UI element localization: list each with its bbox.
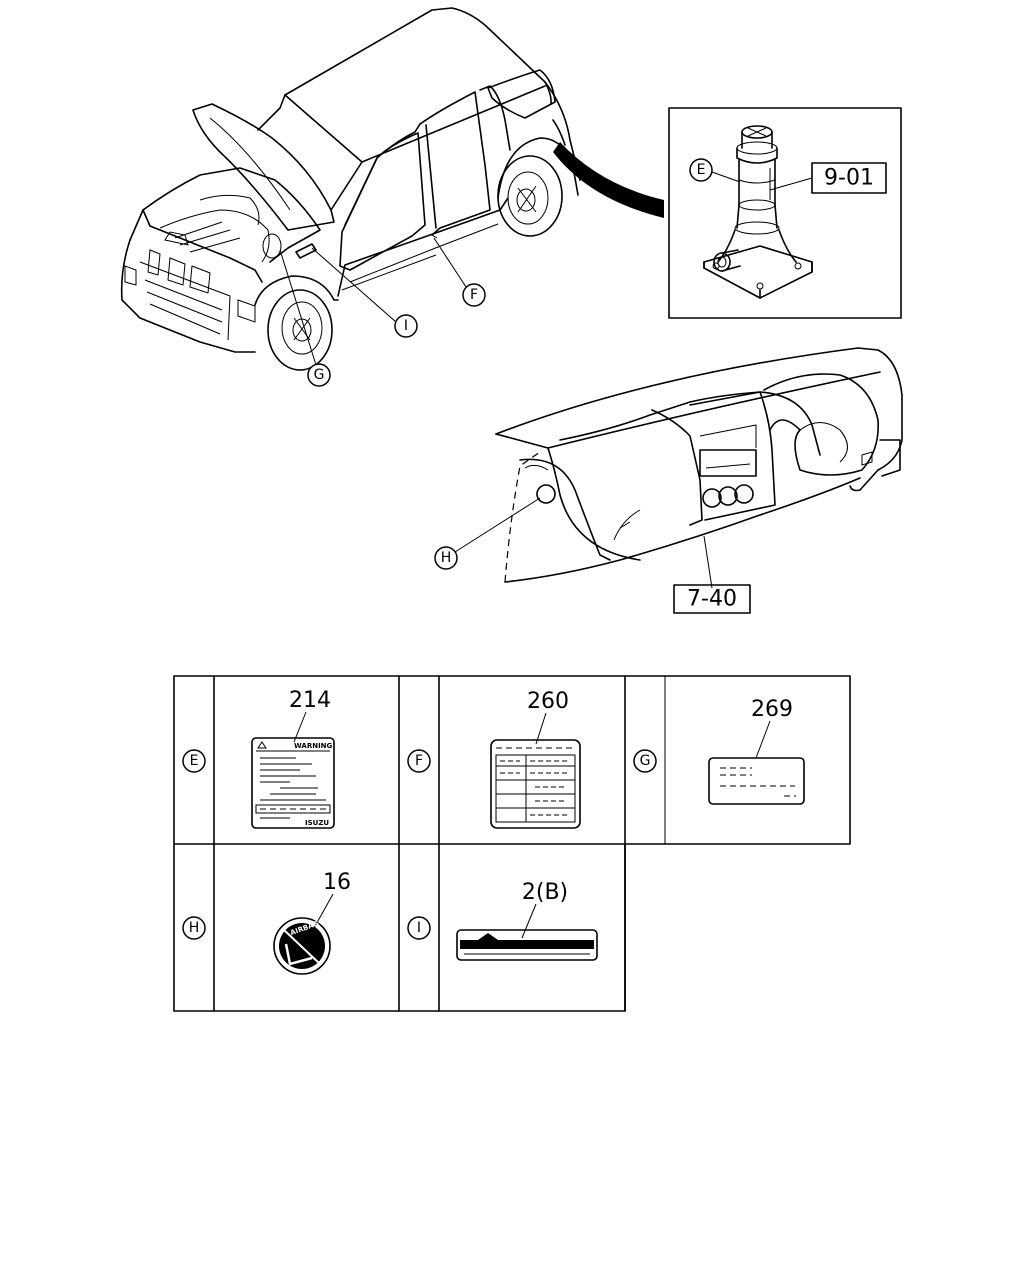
cell-letter-i: I [407,916,431,940]
svg-text:F: F [470,287,478,303]
warning-label: WARNING ISUZU [251,737,335,829]
tire-pressure-label [490,739,581,829]
cell-letter-e: E [182,749,206,773]
jack-illustration [703,125,813,299]
svg-text:H: H [189,920,200,936]
leader-f [433,237,469,291]
leader-i [311,247,397,323]
reference-9-01: 9-01 [811,162,887,194]
svg-text:H: H [441,550,452,566]
table-row: E 214 WARNING ISUZU [182,688,805,829]
svg-text:G: G [314,367,325,383]
svg-text:E: E [190,753,199,769]
callout-h: H [434,546,458,570]
leader-g [279,249,317,366]
leader-h [454,497,541,553]
vehicle-illustration [120,7,581,371]
cell-letter-f: F [407,749,431,773]
instrument-panel-illustration [495,347,903,583]
reference-7-40: 7-40 [673,584,751,614]
label-table: E 214 WARNING ISUZU [173,675,851,1012]
svg-text:G: G [640,753,651,769]
callout-i: I [394,314,418,338]
part-number-16: 16 [323,870,351,895]
strip-label [456,929,598,961]
svg-text:I: I [417,920,421,936]
svg-text:E: E [697,162,706,178]
svg-text:F: F [415,753,423,769]
part-number-260: 260 [527,689,569,714]
callout-g: G [307,363,331,387]
airbag-round-label: AIRBAG [273,917,331,975]
jack-inset-box [668,107,902,319]
leader-7-40 [703,535,713,589]
table-row: H 16 AIRBAG I 2(B) [182,870,598,975]
cell-letter-h: H [182,916,206,940]
svg-text:9-01: 9-01 [824,166,874,191]
part-number-214: 214 [289,688,331,713]
leader-e-jack [711,171,741,183]
part-number-2b: 2(B) [522,880,568,905]
leader-9-01 [769,177,813,191]
engine-label [708,757,805,805]
svg-text:I: I [404,318,408,334]
part-number-269: 269 [751,697,793,722]
warning-label-text: WARNING [294,742,333,750]
cell-letter-g: G [633,749,657,773]
brand-text: ISUZU [305,819,329,827]
jack-location-pointer [553,142,664,218]
callout-e-jack: E [689,158,713,182]
svg-text:7-40: 7-40 [687,587,737,612]
callout-f: F [462,283,486,307]
